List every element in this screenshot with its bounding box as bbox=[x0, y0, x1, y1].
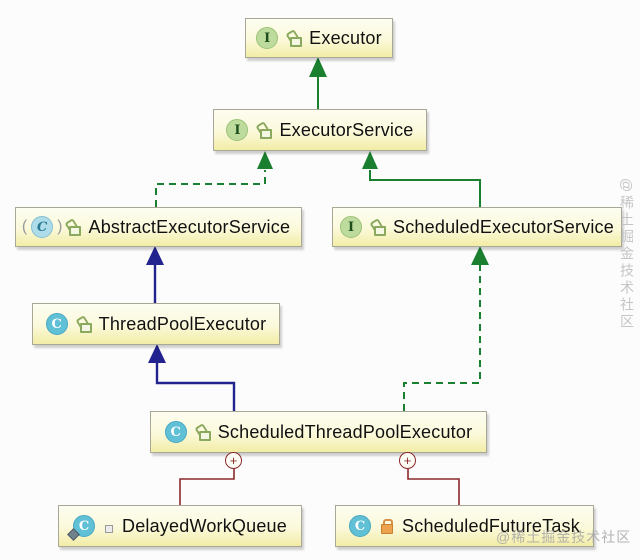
class-icon: C bbox=[45, 313, 68, 335]
public-open-lock-icon bbox=[287, 31, 303, 47]
class-name: AbstractExecutorService bbox=[88, 216, 291, 237]
abstract-class-icon: C bbox=[31, 216, 54, 238]
class-node-scheduledfuturetask[interactable]: C ScheduledFutureTask bbox=[335, 505, 594, 547]
private-closed-lock-icon bbox=[380, 519, 394, 534]
arrowhead bbox=[309, 57, 327, 77]
arrowhead bbox=[471, 246, 489, 265]
watermark-side: @稀土掘金技术社区 bbox=[619, 178, 635, 332]
public-open-lock-icon bbox=[77, 317, 92, 333]
class-name: ScheduledExecutorService bbox=[393, 216, 614, 237]
public-open-lock-icon bbox=[257, 123, 273, 139]
class-name: ScheduledThreadPoolExecutor bbox=[217, 421, 473, 442]
class-node-delayedworkqueue[interactable]: C DelayedWorkQueue bbox=[58, 505, 302, 547]
class-node-executor[interactable]: I Executor bbox=[245, 18, 393, 58]
edge-executorservice-extends-executor bbox=[309, 57, 327, 109]
watermark-bottom: @稀土掘金技术社区 bbox=[496, 529, 632, 545]
static-class-icon: C bbox=[67, 515, 96, 541]
public-open-lock-icon bbox=[66, 220, 82, 236]
class-name: ThreadPoolExecutor bbox=[98, 313, 267, 334]
class-node-executorservice[interactable]: I ExecutorService bbox=[213, 109, 427, 151]
interface-icon: I bbox=[340, 216, 363, 238]
class-node-threadpoolexecutor[interactable]: C ThreadPoolExecutor bbox=[32, 303, 280, 345]
edge-innerclass-delayedworkqueue bbox=[179, 469, 235, 505]
edge-scheduledexecutorservice-extends-executorservice bbox=[362, 151, 481, 207]
public-open-lock-icon bbox=[371, 220, 387, 236]
class-icon: C bbox=[349, 515, 372, 537]
inner-class-plus-icon: + bbox=[399, 452, 416, 469]
class-name: ScheduledFutureTask bbox=[402, 515, 580, 536]
package-private-icon bbox=[104, 522, 114, 533]
edge-abstractexecutorservice-implements-executorservice bbox=[155, 151, 273, 207]
inner-class-plus-icon: + bbox=[225, 452, 242, 469]
edge-innerclass-scheduledfuturetask bbox=[407, 469, 460, 505]
class-node-abstractexecutorservice[interactable]: ( C ) AbstractExecutorService bbox=[15, 207, 302, 247]
class-name: ExecutorService bbox=[279, 119, 414, 140]
edge-scheduledthreadpoolexecutor-extends-threadpoolexecutor bbox=[148, 344, 236, 411]
edge-scheduledthreadpoolexecutor-implements-scheduledexecutorservice bbox=[403, 246, 489, 411]
class-icon: C bbox=[164, 421, 187, 443]
edge-threadpoolexecutor-extends-abstractexecutorservice bbox=[146, 246, 164, 303]
abstract-paren-close: ) bbox=[57, 218, 63, 235]
abstract-paren-open: ( bbox=[21, 218, 28, 235]
class-name: DelayedWorkQueue bbox=[122, 515, 287, 536]
arrowhead bbox=[257, 151, 273, 169]
arrowhead bbox=[146, 246, 164, 265]
class-node-scheduledexecutorservice[interactable]: I ScheduledExecutorService bbox=[332, 207, 622, 247]
arrowhead bbox=[362, 151, 378, 169]
class-node-scheduledthreadpoolexecutor[interactable]: C ScheduledThreadPoolExecutor bbox=[150, 411, 487, 453]
interface-icon: I bbox=[226, 119, 249, 141]
public-open-lock-icon bbox=[196, 425, 211, 441]
interface-icon: I bbox=[256, 27, 279, 49]
class-name: Executor bbox=[309, 27, 382, 48]
arrowhead bbox=[148, 344, 166, 363]
